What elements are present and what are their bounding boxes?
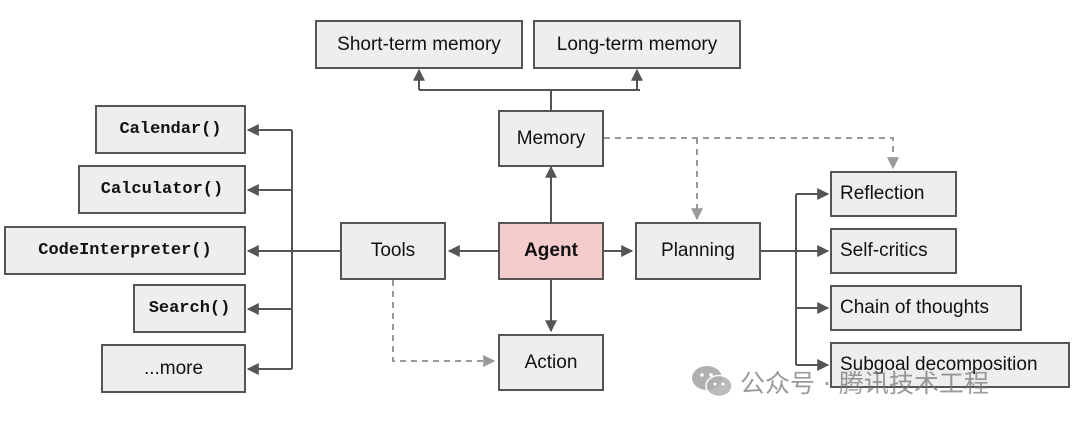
watermark-text: 公众号 · 腾讯技术工程 — [740, 369, 989, 398]
short-term-memory-node: Short-term memory — [315, 20, 523, 69]
more-tools-node: ...more — [101, 344, 246, 393]
action-node: Action — [498, 334, 604, 391]
wechat-logo-icon — [692, 366, 733, 398]
watermark: 公众号 · 腾讯技术工程 — [690, 362, 989, 402]
dashed-tools-action — [392, 280, 496, 367]
edge-memory-trunk — [419, 89, 640, 110]
tools-node: Tools — [340, 222, 446, 280]
calendar-tool-node: Calendar() — [95, 105, 246, 154]
self-critics-node: Self-critics — [830, 228, 957, 274]
codeinterpreter-tool-node: CodeInterpreter() — [4, 226, 246, 275]
planning-node: Planning — [635, 222, 761, 280]
chain-of-thoughts-node: Chain of thoughts — [830, 285, 1022, 331]
memory-node: Memory — [498, 110, 604, 167]
edge-planning-trunk — [761, 194, 797, 365]
agent-node: Agent — [498, 222, 604, 280]
subgoal-decomposition-node: Subgoal decomposition — [830, 342, 1070, 388]
reflection-node: Reflection — [830, 171, 957, 217]
dashed-memory-reflection — [604, 137, 899, 170]
search-tool-node: Search() — [133, 284, 246, 333]
edge-tools-trunk — [291, 130, 340, 369]
calculator-tool-node: Calculator() — [78, 165, 246, 214]
long-term-memory-node: Long-term memory — [533, 20, 741, 69]
